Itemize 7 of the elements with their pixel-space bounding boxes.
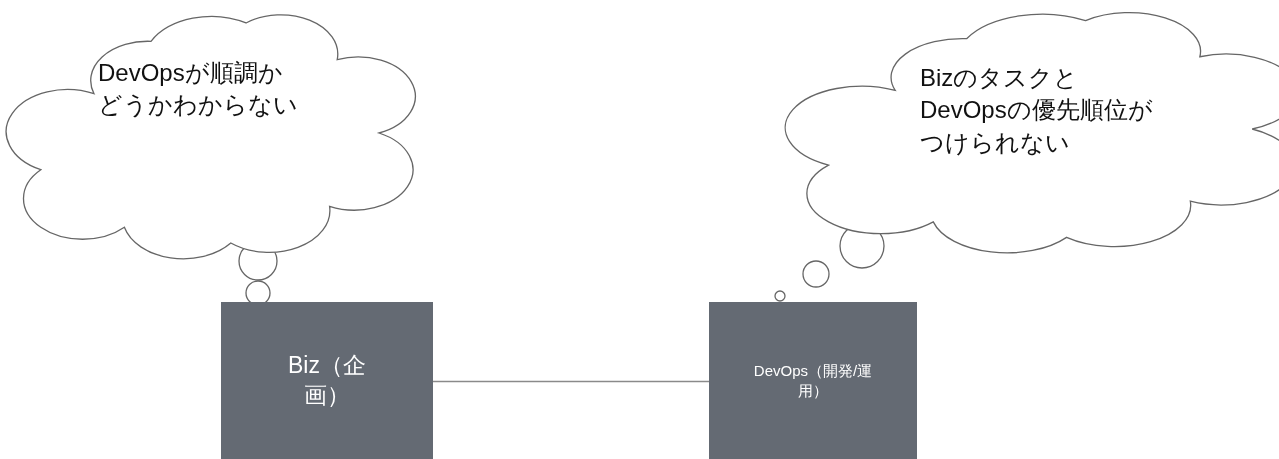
role-label: DevOps（開発/運用） — [752, 361, 874, 400]
role-box — [221, 302, 433, 459]
connector-line — [432, 380, 710, 383]
thought-text: BizのタスクとDevOpsの優先順位がつけられない — [920, 63, 1154, 158]
role-box — [709, 302, 917, 459]
thought-text: DevOpsが順調かどうかわからない — [98, 58, 298, 121]
role-label: Biz（企画） — [287, 350, 367, 410]
